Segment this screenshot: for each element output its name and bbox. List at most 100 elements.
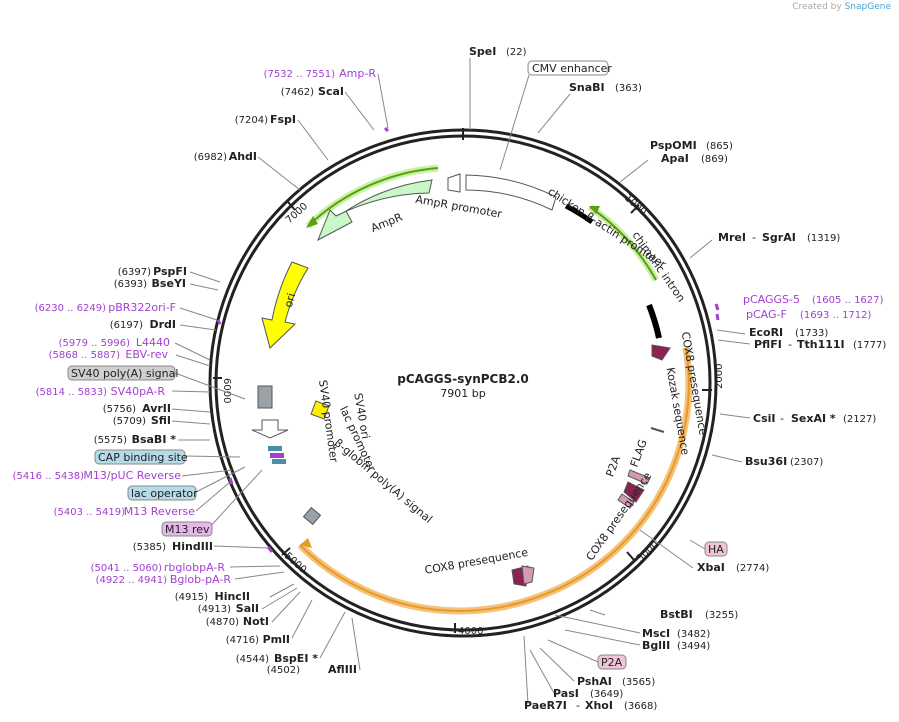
site-bsu36i-name: Bsu36I xyxy=(745,455,787,468)
primer-ebvrev[interactable]: (5868 .. 5887) EBV-rev xyxy=(49,348,169,361)
ampr-promoter-feature[interactable] xyxy=(447,173,461,193)
site-fspi-name: FspI xyxy=(270,113,296,126)
site-hindiii[interactable]: (5385) HindIII xyxy=(133,540,213,553)
site-ecori-name: EcoRI xyxy=(749,326,783,339)
primer-mark-pcaggs5 xyxy=(714,303,720,311)
site-bglii[interactable]: BglII (3494) xyxy=(642,639,710,652)
site-spei[interactable]: SpeI (22) xyxy=(469,45,527,58)
site-paer7i-name2: XhoI xyxy=(585,699,613,712)
site-pmli[interactable]: (4716) PmlI xyxy=(226,633,290,646)
site-bsabi[interactable]: (5575) BsaBI * xyxy=(94,433,177,446)
site-afliii-name: AflIII xyxy=(328,663,357,676)
primer-pbr322[interactable]: (6230 .. 6249) pBR322ori-F xyxy=(35,301,176,314)
sv40-promoter-block[interactable] xyxy=(257,385,273,409)
site-avrii[interactable]: (5756) AvrII xyxy=(103,402,171,415)
site-mrei[interactable]: MreI - SgrAI (1319) xyxy=(718,231,840,244)
p2a-bottom-feature[interactable] xyxy=(521,565,535,585)
flag-feature[interactable] xyxy=(627,469,651,485)
chicken-actin-feature[interactable] xyxy=(465,174,557,211)
intron-black-bar xyxy=(646,303,662,339)
site-xbai-name: XbaI xyxy=(697,561,725,574)
primer-pcaggs5[interactable]: pCAGGS-5 (1605 .. 1627) xyxy=(743,293,884,306)
site-ahdi-name: AhdI xyxy=(229,150,257,163)
site-paer7i[interactable]: PaeR7I - XhoI (3668) xyxy=(524,699,657,712)
site-pmli-pos: (4716) xyxy=(226,635,259,646)
snapgene-credit: Created by SnapGene xyxy=(792,2,891,12)
site-bspei[interactable]: (4544) BspEI * xyxy=(236,652,319,665)
lac-element-2 xyxy=(270,453,284,458)
site-drdi[interactable]: (6197) DrdI xyxy=(110,318,176,331)
bglobin-block[interactable] xyxy=(302,506,322,526)
site-ecori[interactable]: EcoRI (1733) xyxy=(749,326,828,339)
site-sali[interactable]: (4913) SalI xyxy=(198,602,259,615)
primer-pcagf-pos: (1693 .. 1712) xyxy=(800,310,872,321)
tick-7000 xyxy=(287,201,296,211)
site-bstbi[interactable]: BstBI (3255) xyxy=(660,608,738,621)
site-paer7i-sep: - xyxy=(576,699,580,712)
site-bseyi-pos: (6393) xyxy=(114,279,147,290)
site-noti[interactable]: (4870) NotI xyxy=(206,615,269,628)
ori-feature[interactable] xyxy=(261,261,309,349)
site-sfii[interactable]: (5709) SfiI xyxy=(113,414,171,427)
primer-bglob-name: Bglob-pA-R xyxy=(170,573,232,586)
primer-mark-pcagf xyxy=(715,313,720,321)
site-sfii-name: SfiI xyxy=(151,414,171,427)
site-pflfi-pos: (1777) xyxy=(853,340,886,351)
sv40-ori-block[interactable] xyxy=(310,400,330,420)
site-scai[interactable]: (7462) ScaI xyxy=(281,85,344,98)
site-sali-pos: (4913) xyxy=(198,604,231,615)
kozak-feature xyxy=(650,427,665,433)
box-m13rev-label: M13 rev xyxy=(165,523,210,536)
site-ahdi[interactable]: (6982) AhdI xyxy=(194,150,257,163)
site-snabi[interactable]: SnaBI (363) xyxy=(569,81,642,94)
site-apai[interactable]: ApaI (869) xyxy=(661,152,728,165)
site-pspfi[interactable]: (6397) PspFI xyxy=(118,265,187,278)
orf-arc-right-core xyxy=(299,347,690,612)
site-hincii[interactable]: (4915) HincII xyxy=(175,590,250,603)
site-pasi-pos: (3649) xyxy=(590,689,623,700)
primer-ampr[interactable]: (7532 .. 7551) Amp-R xyxy=(264,67,377,80)
primer-m13puc-pos: (5416 .. 5438) xyxy=(13,471,85,482)
site-pshai[interactable]: PshAI (3565) xyxy=(577,675,655,688)
site-hincii-pos: (4915) xyxy=(175,592,208,603)
site-xbai-pos: (2774) xyxy=(736,563,769,574)
site-pasi[interactable]: PasI (3649) xyxy=(553,687,623,700)
primer-m13puc[interactable]: (5416 .. 5438) M13/pUC Reverse xyxy=(13,469,182,482)
primer-m13rev[interactable]: (5403 .. 5419) M13 Reverse xyxy=(54,505,196,518)
site-pspomi[interactable]: PspOMI (865) xyxy=(650,139,733,152)
primer-ebvrev-name: EBV-rev xyxy=(125,348,168,361)
site-msci-pos: (3482) xyxy=(677,629,710,640)
primer-sv40par[interactable]: (5814 .. 5833) SV40pA-R xyxy=(36,385,166,398)
site-fspi[interactable]: (7204) FspI xyxy=(235,113,296,126)
feature-label-ampr-promoter: AmpR promoter xyxy=(415,193,504,221)
site-bsu36i[interactable]: Bsu36I (2307) xyxy=(745,455,823,468)
site-snabi-pos: (363) xyxy=(615,83,642,94)
site-pflfi[interactable]: PflFI - Tth111I (1777) xyxy=(754,338,886,351)
site-spei-pos: (22) xyxy=(506,47,527,58)
primer-pcagf-name: pCAG-F xyxy=(746,308,787,321)
credit-prefix: Created by xyxy=(792,2,842,12)
cox8-top-feature[interactable] xyxy=(651,344,671,361)
site-bseyi[interactable]: (6393) BseYI xyxy=(114,277,186,290)
primer-rbglob[interactable]: (5041 .. 5060) rbglobpA-R xyxy=(91,561,226,574)
site-afliii-pos: (4502) xyxy=(267,665,300,676)
site-pflfi-sep: - xyxy=(788,338,792,351)
sv40-promoter-arrow[interactable] xyxy=(251,419,289,439)
site-msci[interactable]: MscI (3482) xyxy=(642,627,710,640)
site-drdi-name: DrdI xyxy=(149,318,176,331)
ampr-feature[interactable] xyxy=(317,179,433,242)
box-ha: HA xyxy=(704,541,728,557)
site-csii[interactable]: CsiI - SexAI * (2127) xyxy=(753,412,876,425)
primer-bglob[interactable]: (4922 .. 4941) Bglob-pA-R xyxy=(96,573,232,586)
primer-pcagf[interactable]: pCAG-F (1693 .. 1712) xyxy=(746,308,872,321)
site-scai-name: ScaI xyxy=(318,85,344,98)
plasmid-length: 7901 bp xyxy=(440,387,485,400)
primer-l4440[interactable]: (5979 .. 5996) L4440 xyxy=(59,336,170,349)
box-p2a: P2A xyxy=(597,654,627,670)
p2a-feature[interactable] xyxy=(617,493,635,509)
site-xbai[interactable]: XbaI (2774) xyxy=(697,561,769,574)
site-noti-pos: (4870) xyxy=(206,617,239,628)
site-afliii[interactable]: (4502) AflIII xyxy=(267,663,357,676)
cox8-mid-feature[interactable] xyxy=(623,481,645,503)
